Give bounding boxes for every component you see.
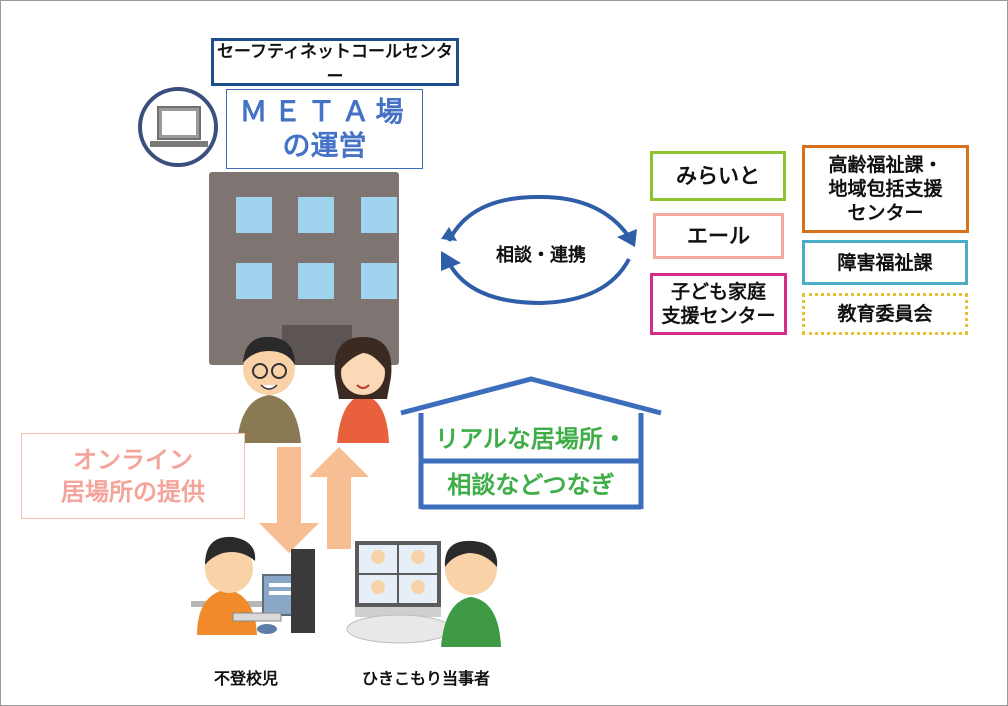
consultation-cycle-arrows (441, 194, 637, 306)
caption-futoko: 不登校児 (213, 669, 278, 688)
org-kodomo-line-1: 子ども家庭 (670, 281, 766, 303)
safety-net-callcenter-label: セーフティネットコールセンター (211, 38, 459, 87)
org-kodomo-line-2: 支援センター (661, 305, 776, 327)
staff-woman-icon (334, 337, 392, 443)
org-miraito-text: みらいと (676, 164, 760, 188)
org-koreisha-line-2: 地域包括支援 (828, 178, 943, 200)
meta-line-2: の運営 (282, 129, 367, 162)
caption-hikikomori: ひきこもり当事者 (361, 669, 490, 688)
org-child-family-support: 子ども家庭 支援センター (650, 273, 787, 335)
safety-net-text: セーフティネットコールセンター (217, 42, 453, 87)
real-place-line-2: 相談などつなぎ (447, 471, 615, 499)
meta-line-1: ＭＥＴＡ場 (239, 95, 410, 128)
online-place-label: オンライン 居場所の提供 (21, 433, 245, 519)
org-kyoiku-text: 教育委員会 (837, 303, 933, 325)
org-yell: エール (653, 213, 784, 259)
video-call-icon (346, 540, 501, 647)
meta-ba-label: ＭＥＴＡ場 の運営 (226, 89, 423, 169)
org-koreisha-line-3: センター (847, 202, 924, 224)
house-outline-icon (400, 376, 662, 510)
laptop-circle (138, 87, 218, 167)
online-exchange-arrows (259, 447, 369, 553)
consultation-label: 相談・連携 (496, 245, 586, 266)
office-building-icon (209, 172, 399, 365)
real-place-line-1: リアルな居場所・ (435, 425, 627, 453)
online-line-1: オンライン (73, 446, 193, 474)
org-board-of-education: 教育委員会 (802, 293, 968, 335)
child-at-computer-icon (191, 536, 315, 635)
org-elderly-welfare: 高齢福祉課・ 地域包括支援 センター (802, 145, 969, 233)
org-yell-text: エール (687, 224, 750, 248)
online-line-2: 居場所の提供 (61, 478, 205, 506)
staff-man-icon (237, 336, 301, 443)
org-miraito: みらいと (650, 151, 786, 201)
org-disability-welfare: 障害福祉課 (802, 240, 968, 285)
org-shogai-text: 障害福祉課 (837, 251, 933, 274)
org-koreisha-line-1: 高齢福祉課・ (828, 154, 943, 176)
